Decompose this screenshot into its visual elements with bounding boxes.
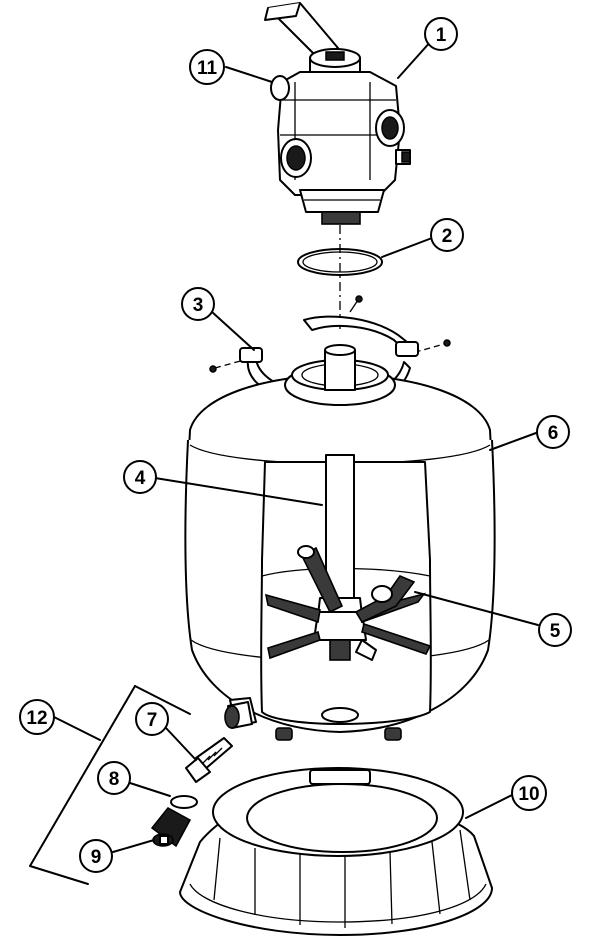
callout-1: 1 [424,17,458,51]
lateral-assembly [264,545,432,661]
callout-2: 2 [430,218,464,252]
callout-label-11: 11 [197,58,218,79]
callout-6: 6 [536,415,570,449]
callout-8: 8 [97,761,131,795]
callout-label-7: 7 [147,710,158,731]
callout-label-1: 1 [436,25,447,46]
o-ring [297,248,383,276]
leader-lines [112,39,539,853]
multiport-valve [264,2,411,225]
center-pipe [317,344,363,616]
filter-base [179,767,493,936]
callout-label-3: 3 [193,295,204,316]
callout-label-4: 4 [135,468,146,489]
callout-7: 7 [135,702,169,736]
callout-label-12: 12 [26,708,47,729]
callout-11: 11 [189,49,225,85]
callout-label-9: 9 [91,847,102,868]
callout-12: 12 [19,699,55,735]
callout-9: 9 [79,839,113,873]
filter-tank [184,359,496,741]
callout-label-8: 8 [109,769,120,790]
callout-label-10: 10 [518,784,539,805]
callout-label-6: 6 [548,423,559,444]
callout-label-5: 5 [550,621,561,642]
callout-10: 10 [511,775,547,811]
callout-label-2: 2 [442,226,453,247]
callout-3: 3 [181,287,215,321]
callout-4: 4 [123,460,157,494]
callout-5: 5 [538,613,572,647]
